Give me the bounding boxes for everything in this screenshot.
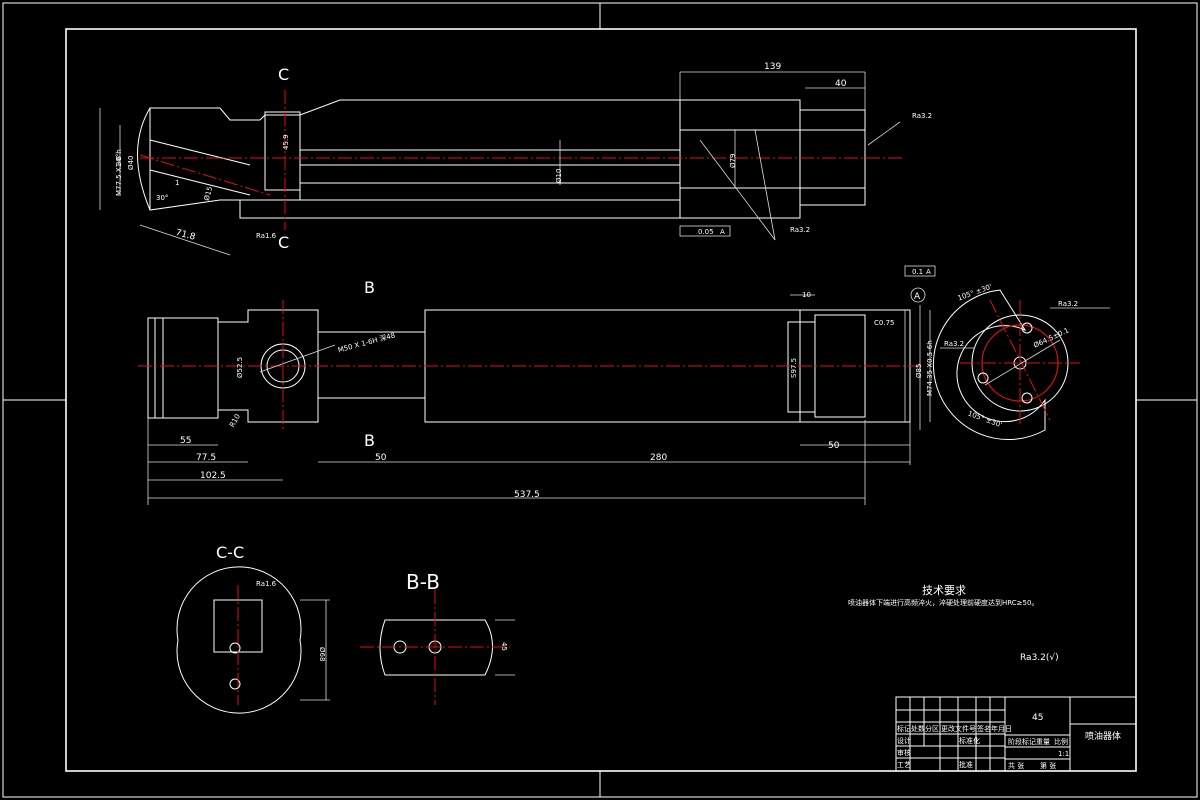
dim-10: Ø10 (555, 169, 563, 183)
section-cc-dim: Ø68 (318, 647, 326, 661)
end-view (932, 289, 1110, 440)
dim-30deg: 30° (115, 154, 123, 166)
section-b-label-bottom: B (364, 431, 375, 450)
tb-header-5: 年月日 (991, 724, 1012, 733)
section-bb-dim: 45 (500, 642, 508, 651)
dim-1: 1 (175, 179, 179, 187)
datum-a: A (914, 292, 921, 302)
tol-top: 0.1 (912, 268, 923, 276)
material: 45 (1032, 713, 1043, 723)
section-cc-title: C-C (216, 543, 244, 562)
tech-req-title: 技术要求 (922, 584, 966, 597)
tb-header-0: 标记 (897, 724, 911, 733)
roughness-2: Ra1.6 (256, 232, 277, 240)
top-section-view (99, 71, 905, 256)
tol-top-ref: A (926, 268, 931, 276)
section-c-label-top: C (278, 65, 289, 84)
section-cc-roughness: Ra1.6 (256, 580, 277, 588)
dim-30deg-2: 30° (156, 194, 168, 202)
sheet-total: 共 张 (1008, 761, 1024, 770)
dim-50b: 50 (828, 441, 840, 451)
roughness-3: Ra3.2 (790, 226, 810, 234)
section-b-label-top: B (364, 278, 375, 297)
part-name: 喷油器体 (1085, 730, 1121, 742)
section-bb (360, 590, 515, 705)
weight-label: 重量 (1036, 738, 1050, 746)
dim-40-dia: Ø40 (127, 156, 135, 170)
ratio-label: 比例 (1054, 737, 1068, 746)
dim-10-main: 10 (802, 291, 811, 299)
dim-50a: 50 (375, 453, 387, 463)
roughness-1: Ra3.2 (912, 112, 932, 120)
dim-m77: M77.5 X1-6 h (115, 149, 123, 196)
dim-15: Ø15 (203, 186, 214, 202)
dim-85: Ø85 (915, 364, 923, 378)
dim-s97: S97.5 (790, 358, 798, 378)
tb-row-design: 设计 (897, 736, 911, 745)
dim-m74: M74.35 X0.5-6h (926, 340, 934, 396)
dim-537-5: 537.5 (514, 490, 540, 500)
stage-mark: 阶段标记 (1008, 737, 1036, 746)
dim-280: 280 (650, 453, 667, 463)
tech-req-line: 喷油器体下端进行高频淬火，淬硬处理前硬度达到HRC≥50。 (848, 598, 1038, 607)
dim-71-8: 71.8 (174, 228, 196, 243)
scale: 1:1 (1058, 750, 1069, 758)
dim-m50: M50 X 1-6H 深48 (337, 330, 396, 354)
tb-row-review: 审核 (897, 748, 911, 757)
angle-2: 105° ±30' (967, 410, 1003, 430)
tb-header-3: 更改文件号 (941, 724, 976, 733)
dim-77-5: 77.5 (196, 453, 216, 463)
tb-row-process: 工艺 (897, 761, 911, 769)
main-view (138, 265, 936, 505)
dim-r10: R10 (228, 413, 242, 429)
end-note-1: Ra3.2 (1058, 300, 1078, 308)
section-cc (176, 566, 330, 714)
dim-45-9: 45.9 (282, 134, 290, 150)
title-block (895, 696, 1137, 772)
section-bb-title: B-B (406, 570, 440, 594)
dim-139: 139 (764, 62, 781, 72)
tb-approve: 批准 (959, 760, 973, 769)
sheet-no: 第 张 (1040, 761, 1056, 770)
tb-header-1: 处数 (911, 724, 925, 733)
tb-header-4: 签名 (977, 724, 991, 733)
tol-005: 0.05 (698, 228, 714, 236)
dim-79: Ø79 (729, 154, 737, 168)
dim-102-5: 102.5 (200, 471, 226, 481)
tb-std: 标准化 (959, 736, 980, 745)
section-c-label-bottom: C (278, 233, 289, 252)
end-note-2: Ra3.2 (944, 340, 964, 348)
general-roughness: Ra3.2(√) (1020, 652, 1059, 663)
dim-40: 40 (835, 79, 847, 89)
tol-ref-a: A (720, 228, 725, 236)
dim-52: Ø52.5 (236, 357, 244, 378)
tb-header-2: 分区 (925, 724, 939, 733)
dim-55: 55 (180, 436, 191, 446)
dim-c075: C0.75 (874, 319, 894, 327)
